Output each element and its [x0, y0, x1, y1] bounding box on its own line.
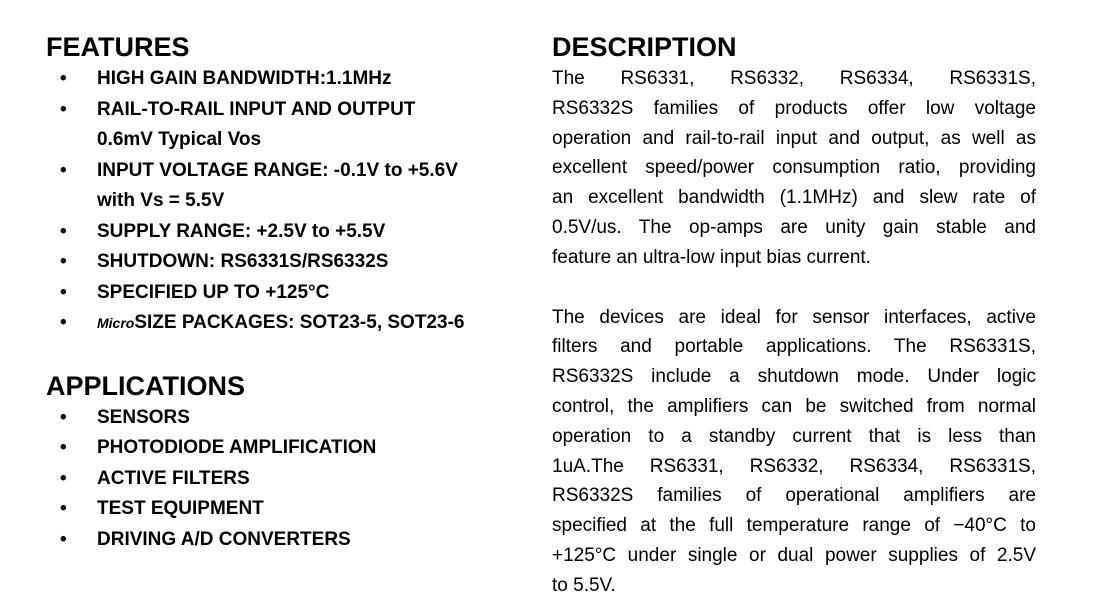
- bullet-icon: •: [60, 437, 67, 458]
- applications-heading: APPLICATIONS: [46, 370, 246, 401]
- application-item: • PHOTODIODE AMPLIFICATION: [46, 433, 516, 464]
- feature-text: SHUTDOWN: RS6331S/RS6332S: [97, 251, 389, 272]
- feature-text: SUPPLY RANGE: +2.5V to +5.5V: [97, 220, 386, 242]
- description-paragraph-1: The RS6331, RS6332, RS6334, RS6331S, RS6…: [552, 64, 1036, 273]
- left-column: FEATURES • HIGH GAIN BANDWIDTH:1.1MHz • …: [46, 30, 516, 555]
- application-item: • DRIVING A/D CONVERTERS: [46, 525, 516, 556]
- feature-item: • SPECIFIED UP TO +125°C: [46, 278, 516, 309]
- bullet-icon: •: [60, 528, 67, 550]
- feature-item: • RAIL-TO-RAIL INPUT AND OUTPUT 0.6mV Ty…: [46, 95, 516, 156]
- bullet-icon: •: [60, 159, 67, 181]
- application-text: DRIVING A/D CONVERTERS: [97, 528, 351, 550]
- feature-text: RAIL-TO-RAIL INPUT AND OUTPUT: [97, 98, 416, 120]
- text-line: 0.5V/us. The op-amps are unity gain stab…: [552, 216, 1036, 238]
- text-line: an excellent bandwidth (1.1MHz) and slew…: [552, 187, 1036, 209]
- bullet-icon: •: [60, 98, 67, 120]
- applications-list: • SENSORS • PHOTODIODE AMPLIFICATION • A…: [46, 403, 516, 556]
- feature-item: • MicroSIZE PACKAGES: SOT23-5, SOT23-6: [46, 308, 516, 339]
- text-line: RS6332S include a shutdown mode. Under l…: [552, 366, 1036, 388]
- feature-text: HIGH GAIN BANDWIDTH:1.1MHz: [97, 68, 392, 89]
- text-line: operation to a standby current that is l…: [552, 425, 1036, 447]
- feature-item: • SHUTDOWN: RS6331S/RS6332S: [46, 247, 516, 278]
- feature-text: INPUT VOLTAGE RANGE: -0.1V to +5.6V: [97, 159, 458, 181]
- text-line: The devices are ideal for sensor interfa…: [552, 306, 1036, 328]
- text-line: feature an ultra-low input bias current.: [552, 246, 871, 268]
- bullet-icon: •: [60, 498, 67, 519]
- feature-text: SPECIFIED UP TO +125°C: [97, 281, 330, 303]
- text-line: excellent speed/power consumption ratio,…: [552, 157, 1036, 179]
- text-line: +125°C under single or dual power suppli…: [552, 544, 1036, 566]
- text-line: 1uA.The RS6331, RS6332, RS6334, RS6331S,: [552, 455, 1036, 477]
- feature-text: SIZE PACKAGES: SOT23-5, SOT23-6: [134, 312, 465, 333]
- application-text: SENSORS: [97, 406, 190, 428]
- bullet-icon: •: [60, 251, 67, 272]
- text-line: specified at the full temperature range …: [552, 515, 1036, 537]
- application-text: ACTIVE FILTERS: [97, 467, 250, 489]
- text-line: RS6332S families of products offer low v…: [552, 97, 1036, 119]
- feature-item: • HIGH GAIN BANDWIDTH:1.1MHz: [46, 64, 516, 95]
- bullet-icon: •: [60, 281, 67, 303]
- feature-item: • INPUT VOLTAGE RANGE: -0.1V to +5.6V wi…: [46, 156, 516, 217]
- text-line: to 5.5V.: [552, 574, 616, 596]
- bullet-icon: •: [60, 220, 67, 242]
- application-item: • ACTIVE FILTERS: [46, 464, 516, 495]
- text-line: filters and portable applications. The R…: [552, 336, 1036, 358]
- feature-italic-prefix: Micro: [97, 315, 135, 331]
- bullet-icon: •: [60, 467, 67, 489]
- application-text: TEST EQUIPMENT: [97, 498, 264, 519]
- text-line: RS6332S families of operational amplifie…: [552, 485, 1036, 507]
- application-text: PHOTODIODE AMPLIFICATION: [97, 437, 377, 458]
- bullet-icon: •: [60, 406, 67, 428]
- description-heading: DESCRIPTION: [552, 32, 737, 62]
- text-line: operation and rail-to-rail input and out…: [552, 127, 1036, 149]
- bullet-icon: •: [60, 68, 67, 89]
- features-list: • HIGH GAIN BANDWIDTH:1.1MHz • RAIL-TO-R…: [46, 64, 516, 339]
- description-paragraph-2: The devices are ideal for sensor interfa…: [552, 303, 1036, 601]
- right-column: DESCRIPTION The RS6331, RS6332, RS6334, …: [552, 30, 1036, 601]
- feature-item: • SUPPLY RANGE: +2.5V to +5.5V: [46, 217, 516, 248]
- bullet-icon: •: [60, 312, 67, 333]
- text-line: control, the amplifiers can be switched …: [552, 395, 1036, 417]
- application-item: • SENSORS: [46, 403, 516, 434]
- text-line: The RS6331, RS6332, RS6334, RS6331S,: [552, 68, 1036, 89]
- feature-subtext: with Vs = 5.5V: [97, 190, 225, 211]
- features-heading: FEATURES: [46, 32, 190, 62]
- feature-subtext: 0.6mV Typical Vos: [97, 129, 262, 150]
- application-item: • TEST EQUIPMENT: [46, 494, 516, 525]
- paragraph-gap: [552, 273, 1036, 303]
